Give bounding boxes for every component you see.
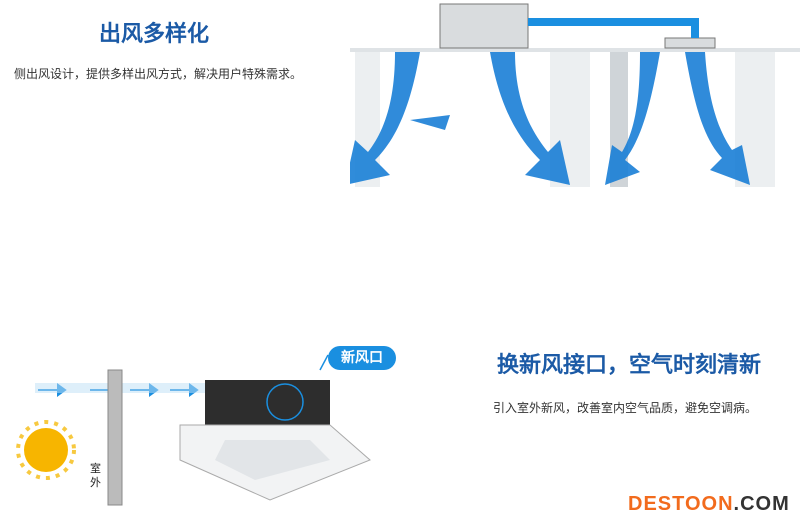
outdoor-label: 室外 [90,462,101,489]
watermark-part2: .COM [733,493,790,515]
section-desc-fresh-air: 引入室外新风，改善室内空气品质，避免空调病。 [492,401,757,415]
fresh-air-port-callout: 新风口 [328,346,396,370]
section-title-airflow: 出风多样化 [99,22,210,47]
watermark-part1: DESTOON [628,493,734,515]
section-desc-airflow: 侧出风设计，提供多样出风方式，解决用户特殊需求。 [13,67,302,81]
section-title-fresh-air: 换新风接口，空气时刻清新 [497,353,762,378]
fresh-air-illustration [16,354,371,506]
watermark-logo: DESTOON.COM [628,493,790,516]
airflow-illustration [350,3,800,187]
